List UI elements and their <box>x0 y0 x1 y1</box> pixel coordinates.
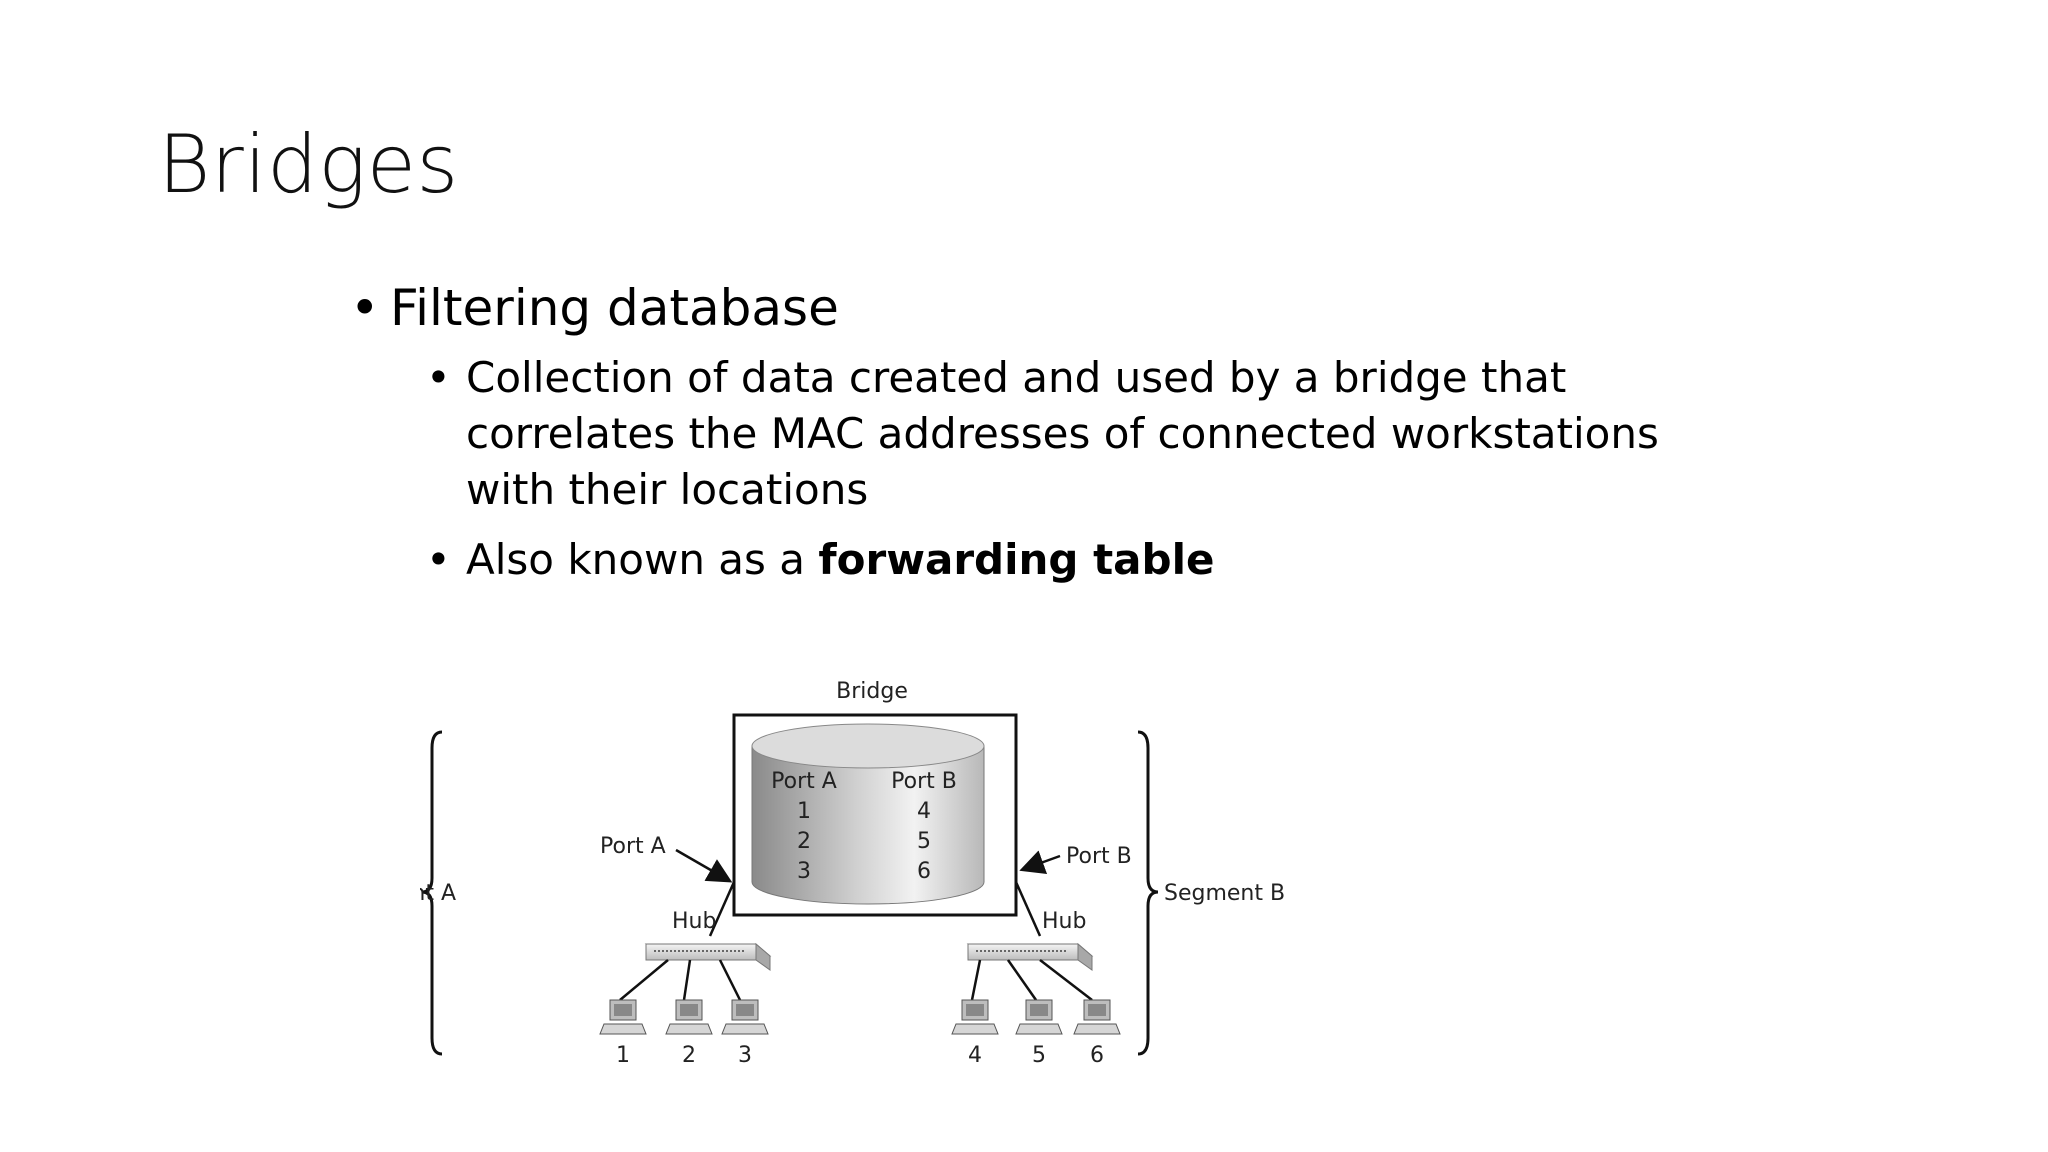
segment-a-brace <box>421 730 443 1056</box>
database-cylinder <box>751 723 985 905</box>
slide-title: Bridges <box>158 118 459 211</box>
port-a-arrow <box>675 848 733 883</box>
bridge-diagram: Bridge Port A Port B 1 2 3 4 5 6 Port A … <box>335 660 1300 1100</box>
forwarding-table-term: forwarding table <box>818 535 1215 584</box>
workstation-number: 2 <box>682 1043 696 1068</box>
port-a-value: 1 <box>797 799 811 824</box>
sub-bullet-list: • Collection of data created and used by… <box>426 350 1750 588</box>
workstation-1-icon <box>599 999 647 1035</box>
sub-bullet-aka: • Also known as a forwarding table <box>426 532 1716 588</box>
workstation-number: 5 <box>1032 1043 1046 1068</box>
hub-right-label: Hub <box>1042 909 1086 934</box>
sub-bullet-text: Also known as a <box>466 535 819 584</box>
bullet-dot: • <box>426 535 451 584</box>
bullet-filtering-database: • Filtering database <box>350 276 1750 340</box>
sub-bullet-text: Collection of data created and used by a… <box>466 353 1659 514</box>
port-a-value: 3 <box>797 859 811 884</box>
port-b-arrow <box>1019 850 1061 874</box>
segment-b-brace <box>1137 730 1159 1056</box>
link-bridge-hub-right <box>1014 881 1042 937</box>
workstation-3-icon <box>721 999 769 1035</box>
port-b-value: 5 <box>917 829 931 854</box>
bullet-list: • Filtering database • Collection of dat… <box>350 276 1750 602</box>
link-bridge-hub-left <box>708 881 736 937</box>
bullet-dot: • <box>426 353 451 402</box>
hub-right-icon <box>966 942 1094 971</box>
bullet-dot: • <box>350 279 380 337</box>
workstation-number: 4 <box>968 1043 982 1068</box>
port-a-header: Port A <box>771 769 837 794</box>
bridge-label: Bridge <box>836 679 908 704</box>
hub-left-label: Hub <box>672 909 716 934</box>
workstation-number: 6 <box>1090 1043 1104 1068</box>
port-b-header: Port B <box>891 769 957 794</box>
port-b-value: 4 <box>917 799 931 824</box>
port-b-label: Port B <box>1066 844 1132 869</box>
segment-a-label: Segment A <box>420 881 456 906</box>
hub-left-icon <box>644 942 772 971</box>
port-a-label: Port A <box>600 834 666 859</box>
segment-b-label: Segment B <box>1164 881 1285 906</box>
workstation-4-icon <box>951 999 999 1035</box>
bridge-diagram-svg: Bridge Port A Port B 1 2 3 4 5 6 Port A … <box>335 679 1285 1068</box>
bullet-text: Filtering database <box>390 279 839 337</box>
port-b-value: 6 <box>917 859 931 884</box>
workstation-number: 1 <box>616 1043 630 1068</box>
workstation-5-icon <box>1015 999 1063 1035</box>
workstation-6-icon <box>1073 999 1121 1035</box>
workstation-number: 3 <box>738 1043 752 1068</box>
sub-bullet-definition: • Collection of data created and used by… <box>426 350 1716 518</box>
port-a-value: 2 <box>797 829 811 854</box>
workstation-2-icon <box>665 999 713 1035</box>
hub-workstation-links <box>619 959 1093 1001</box>
